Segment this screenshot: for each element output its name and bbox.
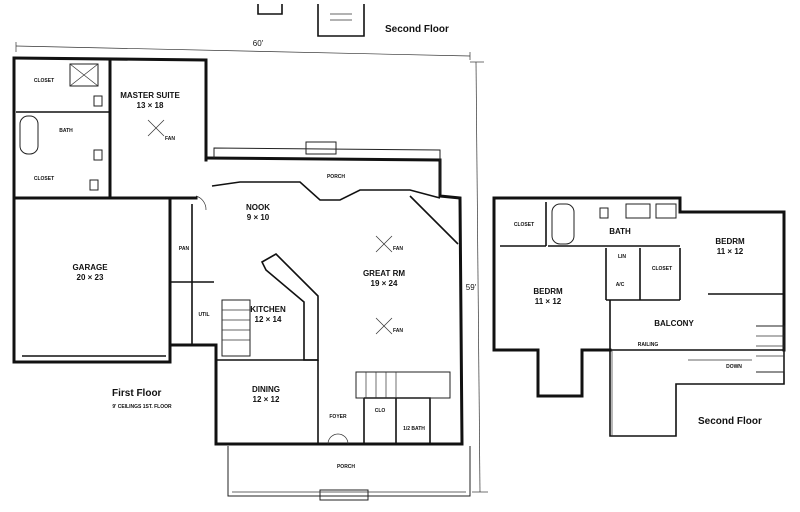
bedroom-right-size: 11 × 12 [717,247,744,256]
garage-size: 20 × 23 [77,273,104,282]
foyer-label: FOYER [329,414,347,420]
second-floor-bath-fixtures [551,203,677,245]
ceiling-fan-great-room-2 [375,317,393,335]
porch-front-label: PORCH [337,464,355,470]
first-floor-note: 9' CEILINGS 1ST. FLOOR [112,404,172,410]
dimension-lines [15,42,488,493]
closet-small-label: CLOSET [652,266,672,272]
balcony-label: BALCONY [654,319,694,328]
nook-size: 9 × 10 [247,213,270,222]
master-bath-fixtures [19,63,103,191]
second-floor-stair [611,325,785,436]
stair-down-label: DOWN [726,364,742,370]
fan-great-room-label-2: FAN [393,328,403,334]
master-bath-label: BATH [59,128,73,134]
bedroom-left-label: BEDRM [533,287,563,296]
nook-label: NOOK [246,203,270,212]
bedroom-left-size: 11 × 12 [535,297,562,306]
linen-label: LIN [618,254,626,260]
second-floor-walls [492,196,786,437]
fan-great-room-label-1: FAN [393,246,403,252]
closet-top-label: CLOSET [34,78,54,84]
bedroom-right-label: BEDRM [715,237,745,246]
ac-label: A/C [616,282,625,288]
depth-dimension: 59' [466,283,477,292]
dining-label: DINING [252,385,280,394]
railing-label: RAILING [638,342,659,348]
master-suite-size: 13 × 18 [137,101,164,110]
top-title: Second Floor [385,24,449,35]
fan-master-label: FAN [165,136,175,142]
ceiling-fan-great-room-1 [375,235,393,253]
porch-rear-label: PORCH [327,174,345,180]
coat-closet-label: CLO [375,408,386,414]
great-room-size: 19 × 24 [371,279,398,288]
garage-label: GARAGE [72,263,108,272]
second-floor-title: Second Floor [698,416,762,427]
width-dimension: 60' [253,39,264,48]
closet-bottom-label: CLOSET [34,176,54,182]
master-suite-label: MASTER SUITE [120,91,180,100]
kitchen-label: KITCHEN [250,305,286,314]
util-label: UTIL [198,312,209,318]
first-floor-walls [12,56,471,501]
half-bath-label: 1/2 BATH [403,426,425,432]
first-floor-title: First Floor [112,388,162,399]
dining-size: 12 × 12 [253,395,280,404]
second-closet-label: CLOSET [514,222,534,228]
second-bath-label: BATH [609,227,631,236]
pantry-label: PAN [179,246,190,252]
great-room-label: GREAT RM [363,269,405,278]
kitchen-size: 12 × 14 [255,315,282,324]
ceiling-fan-master [147,119,165,137]
top-fragment [257,4,365,37]
